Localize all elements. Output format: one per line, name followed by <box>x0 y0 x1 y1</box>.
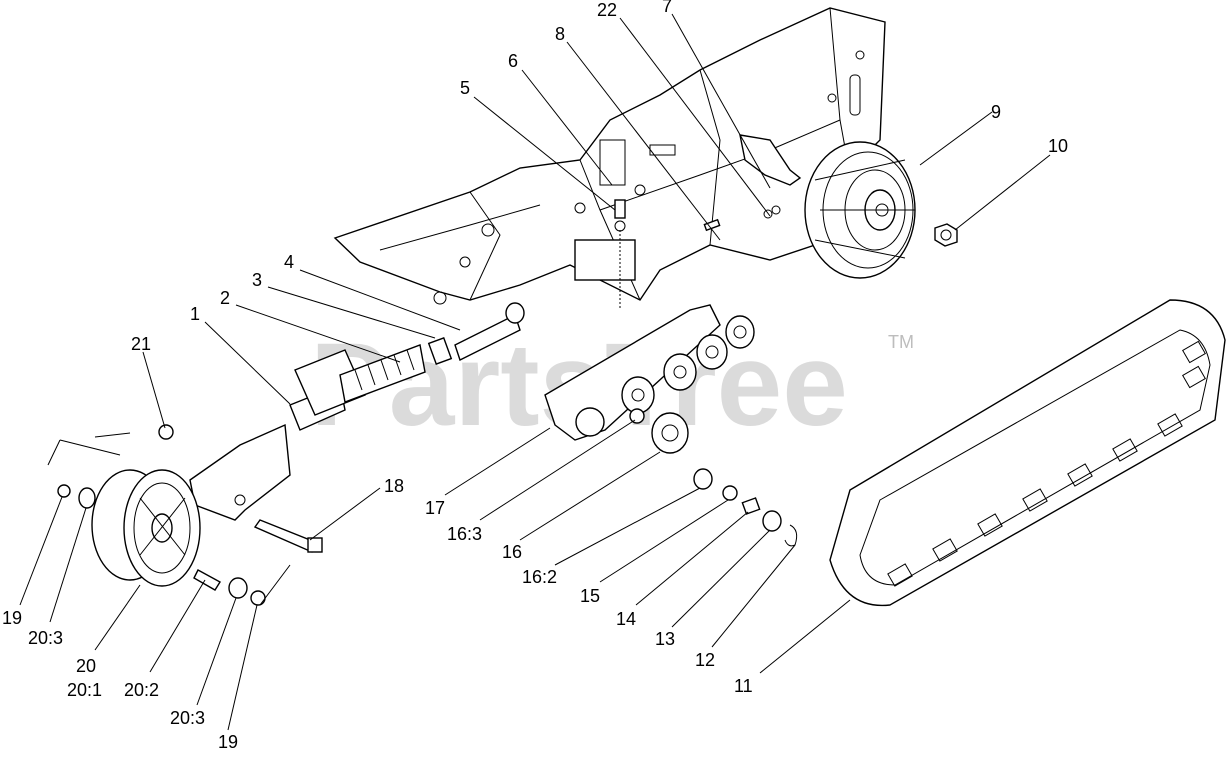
callout-5: 5 <box>460 78 470 98</box>
callout-labels: 22 7 8 6 5 9 10 4 3 2 1 21 18 17 16:3 16… <box>2 0 1068 752</box>
callout-4: 4 <box>284 252 294 272</box>
callout-20-2: 20:2 <box>124 680 159 700</box>
callout-20-3-left: 20:3 <box>28 628 63 648</box>
callout-16-2: 16:2 <box>522 567 557 587</box>
callout-21: 21 <box>131 334 151 354</box>
callout-9: 9 <box>991 102 1001 122</box>
callout-20-3-right: 20:3 <box>170 708 205 728</box>
callout-19-right: 19 <box>218 732 238 752</box>
idler-hardware <box>47 424 291 606</box>
callout-11: 11 <box>734 676 753 696</box>
callout-8: 8 <box>555 24 565 44</box>
watermark-trademark: TM <box>888 332 914 352</box>
roller-hardware <box>629 408 798 547</box>
frame <box>333 7 886 305</box>
callout-16-3: 16:3 <box>447 524 482 544</box>
callout-10: 10 <box>1048 136 1068 156</box>
roller-carriage <box>544 304 755 441</box>
rubber-track <box>829 299 1226 607</box>
callout-14: 14 <box>616 609 636 629</box>
idler-yoke <box>189 423 323 553</box>
callout-20: 20 <box>76 656 96 676</box>
callout-7: 7 <box>662 0 672 16</box>
callout-3: 3 <box>252 270 262 290</box>
frame-hardware <box>614 199 781 310</box>
hex-nut <box>934 223 958 247</box>
callout-20-1: 20:1 <box>67 680 102 700</box>
idler-wheel <box>91 469 201 587</box>
callout-22: 22 <box>597 0 617 20</box>
callout-6: 6 <box>508 51 518 71</box>
callout-2: 2 <box>220 288 230 308</box>
tensioner-assembly <box>289 302 525 431</box>
callout-15: 15 <box>580 586 600 606</box>
callout-18: 18 <box>384 476 404 496</box>
leader-lines <box>19 13 1051 731</box>
callout-12: 12 <box>695 650 715 670</box>
callout-13: 13 <box>655 629 675 649</box>
callout-16: 16 <box>502 542 522 562</box>
drive-sprocket <box>739 134 916 279</box>
callout-1: 1 <box>190 304 200 324</box>
callout-19-left: 19 <box>2 608 22 628</box>
track-lugs <box>887 340 1206 587</box>
callout-17: 17 <box>425 498 445 518</box>
